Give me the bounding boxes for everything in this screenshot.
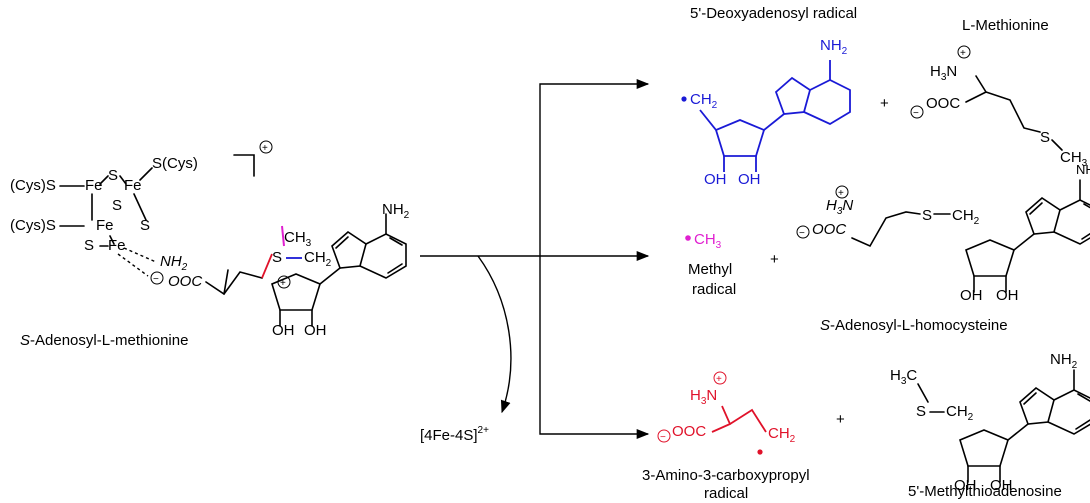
- deoxyadenosyl-oh-1: OH: [704, 171, 727, 188]
- methionine-ooc: OOC: [926, 95, 960, 112]
- mta-h3c: H3C: [890, 367, 917, 387]
- methionine-ch3: CH3: [1060, 149, 1088, 169]
- sam-name: S-Adenosyl-L-methionine: [20, 332, 188, 349]
- acp-ooc: OOC: [672, 423, 706, 440]
- s-atom-2: S: [112, 197, 122, 214]
- methyl-title-2: radical: [692, 281, 736, 298]
- sah-title: S-Adenosyl-L-homocysteine: [820, 317, 1008, 334]
- sah-oh-2: OH: [996, 287, 1019, 304]
- sah-ch2: CH2: [952, 207, 980, 227]
- fe-atom-4: Fe: [108, 237, 126, 254]
- acp-ch2: CH2: [768, 425, 796, 445]
- deoxyadenosyl-oh-2: OH: [738, 171, 761, 188]
- cluster-charge: +: [262, 143, 268, 154]
- mta-ch2: CH2: [946, 403, 974, 423]
- methyl-title-1: Methyl: [688, 261, 732, 278]
- cys-ligand-3: S(Cys): [152, 155, 198, 172]
- sah-oh-1: OH: [960, 287, 983, 304]
- sam-ooc: OOC: [168, 273, 202, 290]
- acp-o-charge: −: [660, 432, 666, 443]
- sam-nh2: NH2: [160, 253, 188, 273]
- fe-atom-3: Fe: [96, 217, 114, 234]
- acp-n-charge: +: [716, 374, 722, 385]
- deoxyadenosyl-nh2: NH2: [820, 37, 848, 57]
- cys-ligand-2: (Cys)S: [10, 217, 56, 234]
- fe-s-byproduct: [4Fe-4S]2+: [420, 425, 489, 444]
- mta-oh-1: OH: [954, 477, 977, 494]
- sulfonium-charge: +: [280, 278, 286, 289]
- sam-adenine-nh2: NH2: [382, 201, 410, 221]
- s-atom-1: S: [108, 167, 118, 184]
- mta-title: 5'-Methylthioadenosine: [908, 483, 1062, 500]
- sam-ch2: CH2: [304, 249, 332, 269]
- acp-h3n: H3N: [690, 387, 717, 407]
- methionine-h3n: H3N: [930, 63, 957, 83]
- s-atom-3: S: [140, 217, 150, 234]
- sah-n-charge: +: [838, 188, 844, 199]
- plus-3: +: [836, 411, 845, 428]
- sah-s: S: [922, 207, 932, 224]
- sam-sulfonium: S: [272, 249, 282, 266]
- sam-oh-2: OH: [304, 322, 327, 339]
- sam-ch3: CH3: [284, 229, 312, 249]
- ooc-minus: −: [153, 274, 159, 285]
- product-aminocarboxypropyl: + H3N − OOC CH2 3-Amino-3-carboxypropyl …: [642, 351, 1090, 502]
- methionine-o-charge: −: [913, 108, 919, 119]
- acp-title-2: radical: [704, 485, 748, 502]
- mta-oh-2: OH: [990, 477, 1013, 494]
- sah-h3n: H3N: [826, 197, 853, 217]
- fe-s-cluster: (Cys)S (Cys)S S(Cys) Fe Fe Fe Fe S S S S…: [10, 140, 273, 277]
- sah-o-charge: −: [799, 228, 805, 239]
- plus-2: +: [770, 251, 779, 268]
- fe-atom-2: Fe: [124, 177, 142, 194]
- product-methyl: CH3 Methyl radical + + H3N − OOC S CH2 O…: [685, 162, 1090, 334]
- s-atom-4: S: [84, 237, 94, 254]
- fe-atom-1: Fe: [85, 177, 103, 194]
- sam-reactant: (Cys)S (Cys)S S(Cys) Fe Fe Fe Fe S S S S…: [10, 140, 410, 349]
- methionine-n-charge: +: [960, 48, 966, 59]
- methionine-s: S: [1040, 129, 1050, 146]
- mta-s: S: [916, 403, 926, 420]
- sah-ooc: OOC: [812, 221, 846, 238]
- mta-nh2: NH2: [1050, 351, 1078, 371]
- product-deoxyadenosyl: 5'-Deoxyadenosyl radical CH2 OH OH NH2 +…: [681, 5, 1088, 188]
- plus-1: +: [880, 95, 889, 112]
- reaction-arrows: [420, 78, 650, 440]
- deoxyadenosyl-title: 5'-Deoxyadenosyl radical: [690, 5, 857, 22]
- methyl-formula: CH3: [694, 231, 722, 251]
- deoxyadenosyl-ch2: CH2: [690, 91, 718, 111]
- methionine-title: L-Methionine: [962, 17, 1049, 34]
- sam-oh-1: OH: [272, 322, 295, 339]
- acp-title-1: 3-Amino-3-carboxypropyl: [642, 467, 810, 484]
- cys-ligand-1: (Cys)S: [10, 177, 56, 194]
- sah-nh2: NH2: [1076, 162, 1090, 181]
